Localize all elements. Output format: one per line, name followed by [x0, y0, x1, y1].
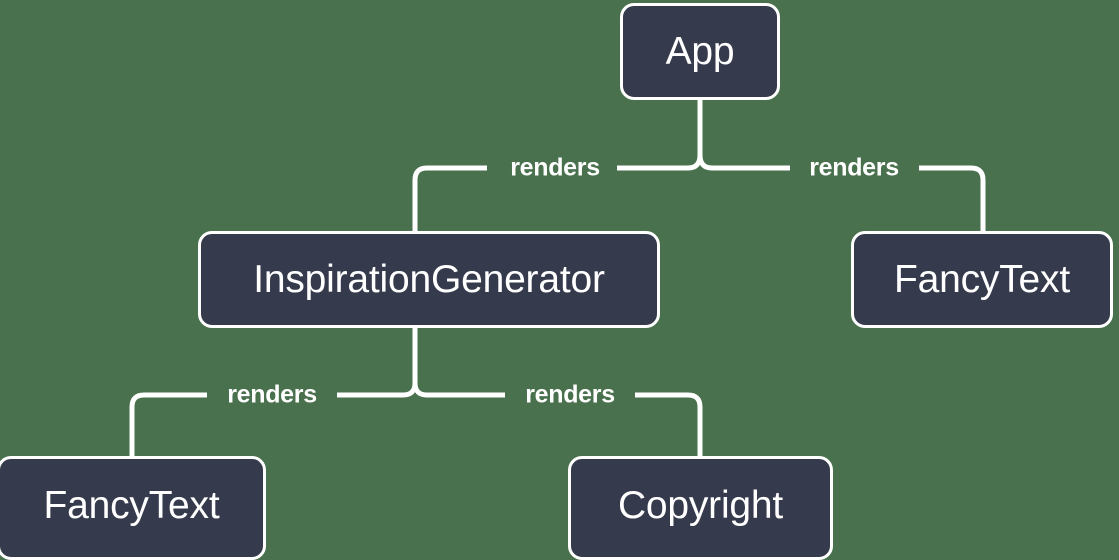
node-fancytext-bottom-label: FancyText: [43, 483, 220, 527]
node-copyright[interactable]: Copyright: [568, 456, 833, 560]
edge-ig-to-fancytext-bus-left: [129, 392, 207, 456]
node-app[interactable]: App: [620, 3, 780, 100]
edge-app-stem-right: [697, 154, 713, 171]
node-fancytext-right[interactable]: FancyText: [851, 231, 1113, 328]
edge-app-to-inspiration-bus-left: [412, 165, 487, 231]
edge-app-to-fancytext-bus-right: [919, 165, 986, 231]
node-fancytext-bottom[interactable]: FancyText: [0, 456, 266, 560]
edge-label-app-fancytext: renders: [809, 153, 899, 182]
edge-ig-stem-right: [412, 382, 428, 398]
node-app-label: App: [665, 30, 735, 73]
edge-ig-to-copyright-bus-right: [635, 392, 703, 456]
node-copyright-label: Copyright: [617, 483, 784, 527]
edge-label-app-inspiration: renders: [510, 153, 600, 182]
edge-label-ig-fancytext: renders: [227, 380, 317, 409]
node-inspiration-generator-label: InspirationGenerator: [253, 258, 605, 301]
node-fancytext-right-label: FancyText: [894, 258, 1070, 301]
node-inspiration-generator[interactable]: InspirationGenerator: [198, 231, 660, 328]
edge-label-ig-copyright: renders: [525, 380, 615, 409]
